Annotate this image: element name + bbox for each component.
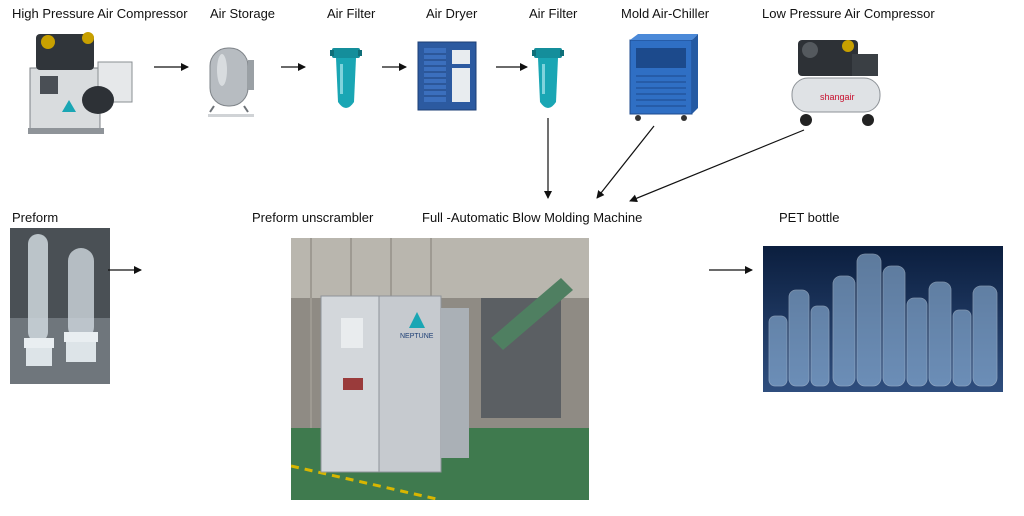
air-storage-tank-image — [208, 47, 254, 117]
label-air-dryer: Air Dryer — [426, 6, 478, 21]
mold-air-chiller-image — [629, 34, 698, 121]
neptune-logo-text: NEPTUNE — [400, 333, 434, 340]
label-preform: Preform — [12, 210, 59, 225]
low-pressure-compressor-image: shangair — [791, 40, 881, 126]
label-preform-unscrambler: Preform unscrambler — [252, 210, 374, 225]
blow-molding-machine-image: NEPTUNE — [291, 238, 589, 500]
label-low-pressure-compressor: Low Pressure Air Compressor — [762, 6, 935, 21]
label-air-filter-1: Air Filter — [327, 6, 376, 21]
label-blow-molding-machine: Full -Automatic Blow Molding Machine — [422, 210, 643, 225]
label-air-storage: Air Storage — [210, 6, 276, 21]
label-pet-bottle: PET bottle — [779, 210, 840, 225]
arrow-lp-compressor-down — [629, 129, 805, 203]
preform-image — [10, 228, 110, 384]
label-high-pressure-compressor: High Pressure Air Compressor — [12, 6, 188, 21]
arrow-chiller-down — [596, 125, 655, 199]
shangair-logo-text: shangair — [820, 92, 855, 102]
air-dryer-image — [417, 41, 477, 111]
label-air-filter-2: Air Filter — [529, 6, 578, 21]
air-filter-1-image — [330, 48, 362, 108]
label-mold-air-chiller: Mold Air-Chiller — [621, 6, 710, 21]
high-pressure-compressor-image — [28, 32, 133, 134]
air-filter-2-image — [532, 48, 564, 108]
pet-bottles-image — [763, 246, 1003, 392]
